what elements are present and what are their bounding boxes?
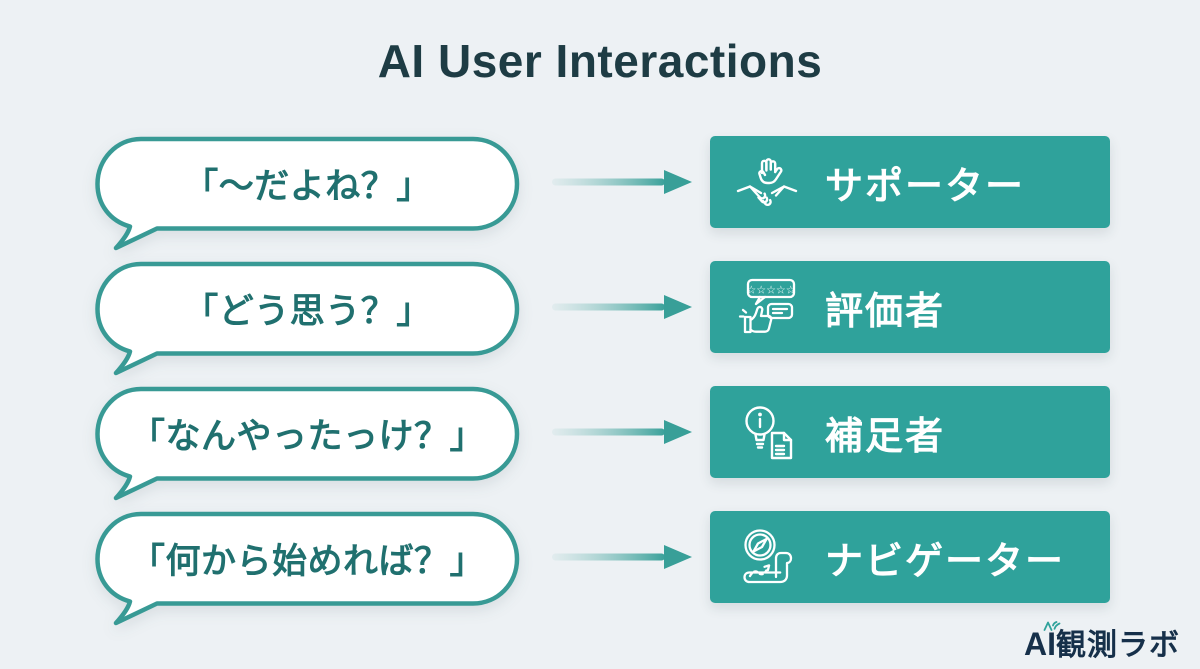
bubble-text: 「何から始めれば？」	[129, 542, 485, 581]
role-box: サポーター	[710, 136, 1110, 228]
brand-logo: AI 観測ラボ	[1024, 621, 1180, 662]
arrow-icon	[552, 420, 692, 444]
arrow-icon	[552, 170, 692, 194]
role-box: ☆☆☆☆☆ 評価者	[710, 261, 1110, 353]
diagram-row: 「何から始めれば？」 ナビゲーター	[0, 511, 1200, 633]
logo-ai-text: AI	[1024, 621, 1061, 662]
logo-suffix: 観測ラボ	[1056, 629, 1180, 662]
role-label: 評価者	[825, 290, 946, 333]
bubble-text: 「どう思う？」	[183, 292, 432, 331]
arrow-icon	[552, 295, 692, 319]
speech-bubble: 「なんやったっけ？」	[93, 386, 522, 508]
bulb-document-icon	[745, 406, 793, 460]
diagram-row: 「〜だよね？」 サポーター	[0, 136, 1200, 258]
signal-mark-icon	[1043, 621, 1061, 631]
role-box: 補足者	[710, 386, 1110, 478]
diagram-row: 「どう思う？」 ☆☆☆☆☆ 評価者	[0, 261, 1200, 383]
role-box: ナビゲーター	[710, 511, 1110, 603]
role-label: サポーター	[825, 165, 1026, 208]
arrow-icon	[552, 545, 692, 569]
svg-text:☆☆☆☆☆: ☆☆☆☆☆	[746, 284, 795, 297]
diagram-row: 「なんやったっけ？」 補足者	[0, 386, 1200, 508]
bubble-text: 「〜だよね？」	[183, 167, 432, 206]
logo-prefix: AI	[1024, 626, 1056, 662]
speech-bubble: 「何から始めれば？」	[93, 511, 522, 633]
compass-map-icon	[743, 529, 793, 584]
handshake-icon	[736, 158, 798, 207]
speech-bubble: 「どう思う？」	[93, 261, 522, 383]
role-label: ナビゲーター	[825, 540, 1066, 583]
role-label: 補足者	[825, 415, 946, 458]
speech-bubble: 「〜だよね？」	[93, 136, 522, 258]
star-review-icon: ☆☆☆☆☆	[738, 278, 796, 334]
page-title: AI User Interactions	[377, 35, 823, 87]
bubble-text: 「なんやったっけ？」	[129, 417, 485, 456]
